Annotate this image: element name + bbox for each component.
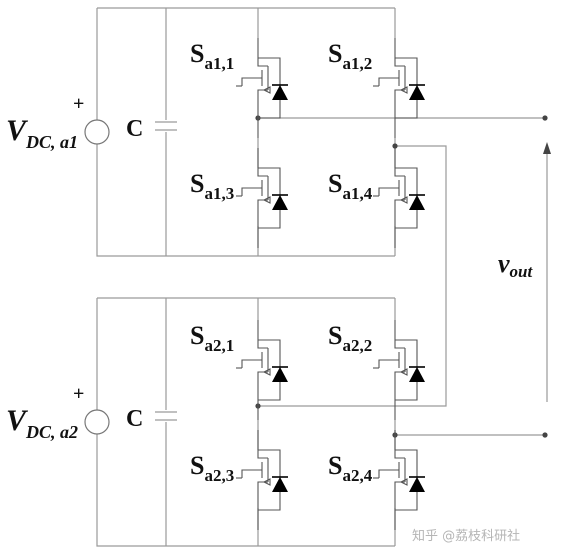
switch-a2-2-icon [372,319,426,421]
output-voltage-label: vout [498,249,534,281]
source-a1-label: VDC, a1 [6,114,78,152]
watermark: 知乎 @荔枝科研社 [412,528,520,544]
switch-a2-4-label: Sa2,4 [328,451,373,485]
cell-a1: + VDC, a1 C Sa1,1 Sa1,2 Sa1,3 Sa1,4 [6,7,545,407]
output-arrow-icon [543,142,551,154]
output-terminal-bottom [542,432,548,438]
cell-a2: + VDC, a2 C Sa2,1 Sa2,2 Sa2,3 Sa2,4 [6,297,545,547]
output-terminal-top [542,115,548,121]
switch-a1-4-label: Sa1,4 [328,169,373,203]
source-a2-plus: + [73,383,84,405]
switch-a1-1-icon [235,37,289,139]
switch-a1-1-label: Sa1,1 [190,39,234,73]
source-a2-label: VDC, a2 [6,404,78,442]
switch-a1-3-icon [235,147,289,249]
switch-a2-1-label: Sa2,1 [190,321,234,355]
switch-a1-2-icon [372,37,426,139]
output-terminals: vout [498,115,551,438]
dc-source-a1-icon [84,119,110,145]
switch-a2-3-icon [235,429,289,531]
switch-a1-3-label: Sa1,3 [190,169,234,203]
switch-a2-4-icon [372,429,426,531]
switch-a2-1-icon [235,319,289,421]
switch-a1-2-label: Sa1,2 [328,39,372,73]
capacitor-a2-label: C [126,406,143,432]
switch-a2-2-label: Sa2,2 [328,321,372,355]
capacitor-a1-label: C [126,116,143,142]
switch-a2-3-label: Sa2,3 [190,451,234,485]
source-a1-plus: + [73,93,84,115]
dc-source-a2-icon [84,409,110,435]
switch-a1-4-icon [372,147,426,249]
